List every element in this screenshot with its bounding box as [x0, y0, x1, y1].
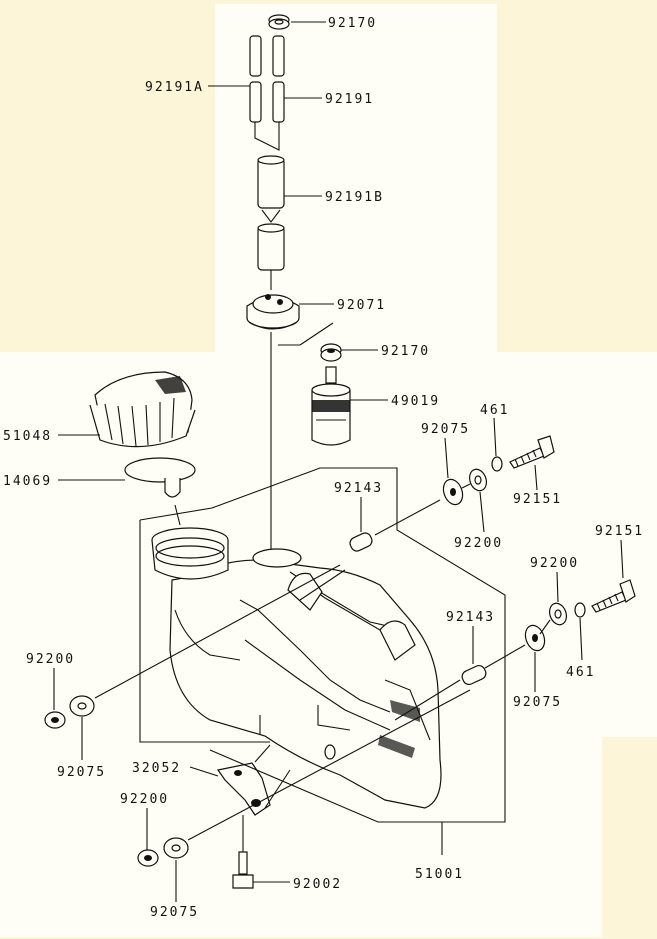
fuel-line-assembly: [246, 14, 351, 560]
label-51048: 51048: [3, 429, 52, 444]
label-92143-b: 92143: [446, 610, 495, 625]
label-92075-d: 92075: [150, 905, 199, 920]
spacer-92143-b: [461, 664, 487, 686]
label-92002: 92002: [293, 877, 342, 892]
assembly-lines: [94, 467, 551, 855]
bolt-92151-a: [509, 435, 555, 469]
lockwasher-461-a: [491, 456, 503, 472]
label-461-a: 461: [480, 403, 509, 418]
grommet-92075-c: [69, 695, 95, 717]
leader-lines: [53, 21, 624, 902]
cap-gasket-14069: [124, 457, 196, 498]
label-92200-d: 92200: [120, 792, 169, 807]
fuel-filter-49019: [311, 366, 351, 446]
grommet-92075-d: [163, 837, 189, 859]
fuel-tank-51001: [151, 527, 442, 809]
tube-92191B: [257, 155, 285, 290]
bolt-92002: [232, 815, 254, 889]
label-92200-a: 92200: [454, 536, 503, 551]
label-92200-b: 92200: [530, 556, 579, 571]
label-49019: 49019: [391, 394, 440, 409]
label-92191B: 92191B: [325, 190, 384, 205]
nut-92170-top: [268, 14, 290, 30]
label-92075-b: 92075: [513, 695, 562, 710]
fuel-cap-51048: [89, 371, 196, 448]
label-92075-c: 92075: [57, 765, 106, 780]
label-14069: 14069: [3, 474, 52, 489]
washer-92200-d: [137, 849, 159, 867]
label-92191A: 92191A: [145, 80, 204, 95]
spacer-92143-a: [349, 532, 373, 552]
washer-92200-c: [44, 711, 66, 729]
label-32052: 32052: [132, 761, 181, 776]
grommet-92075-a: [442, 478, 464, 506]
label-92170-mid: 92170: [381, 344, 430, 359]
grommet-92075-b: [524, 624, 546, 652]
lockwasher-461-b: [574, 602, 586, 618]
label-92191: 92191: [325, 92, 374, 107]
grommet-92071: [246, 294, 300, 330]
label-92151-a: 92151: [513, 492, 562, 507]
label-92151-b: 92151: [595, 524, 644, 539]
label-92071: 92071: [337, 298, 386, 313]
washer-92200-a: [468, 468, 488, 492]
label-92143-a: 92143: [334, 481, 383, 496]
label-92200-c: 92200: [26, 652, 75, 667]
bolt-92151-b: [591, 579, 636, 613]
nut-92170-mid: [320, 343, 342, 362]
label-51001: 51001: [415, 867, 464, 882]
part-labels: 92170 92191A 92191 92191B 92071 92170 49…: [3, 16, 644, 920]
label-92075-a: 92075: [421, 422, 470, 437]
label-461-b: 461: [566, 665, 595, 680]
tube-92191: [249, 35, 285, 151]
washer-92200-b: [548, 602, 568, 626]
bracket-32052: [216, 762, 271, 816]
label-92170-top: 92170: [328, 16, 377, 31]
